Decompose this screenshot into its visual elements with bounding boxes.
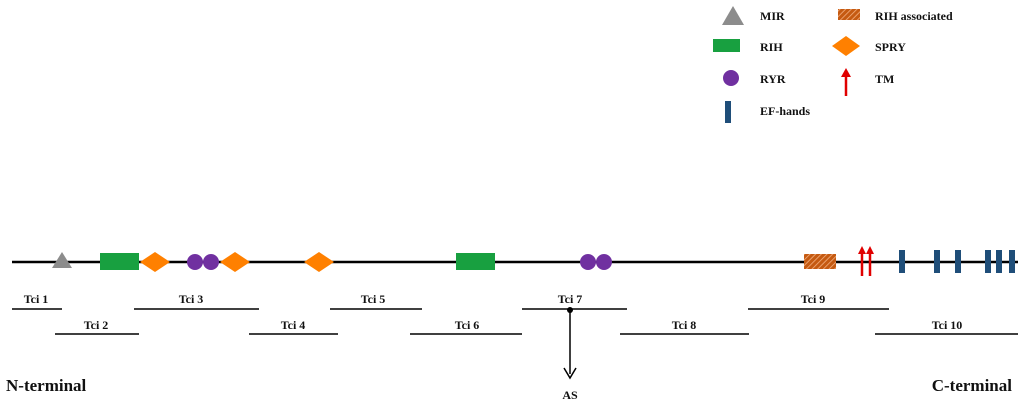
ef-hand-1 [899, 250, 905, 273]
ryr-domain-1b [203, 254, 219, 270]
segment-label-tci-2: Tci 2 [84, 318, 109, 332]
ryr-domain-2a [580, 254, 596, 270]
tm-domain-1 [858, 246, 866, 276]
segment-label-tci-3: Tci 3 [179, 292, 204, 306]
c-terminal-label: C-terminal [932, 376, 1013, 395]
as-marker: AS [562, 307, 578, 402]
legend-label-ryr: RYR [760, 72, 786, 86]
legend-item-tm: TM [841, 68, 894, 96]
legend-item-ef-hands: EF-hands [725, 101, 810, 123]
tm-domain-2 [866, 246, 874, 276]
ef-hand-5 [996, 250, 1002, 273]
mir-triangle-icon [722, 6, 744, 25]
ryr-domain-2b [596, 254, 612, 270]
spry-domain-2 [220, 252, 250, 272]
rih-box-icon [713, 39, 740, 52]
legend-item-rih: RIH [713, 39, 783, 54]
n-terminal-label: N-terminal [6, 376, 87, 395]
segment-label-tci-6: Tci 6 [455, 318, 480, 332]
segment-label-tci-4: Tci 4 [281, 318, 306, 332]
ef-hand-4 [985, 250, 991, 273]
rih-domain-1 [100, 253, 139, 270]
rih-associated-hatched-icon [838, 9, 860, 20]
ef-hand-2 [934, 250, 940, 273]
ryr-circle-icon [723, 70, 739, 86]
segment-label-tci-7: Tci 7 [558, 292, 583, 306]
legend-label-rih-associated: RIH associated [875, 9, 953, 23]
ef-hand-bar-icon [725, 101, 731, 123]
spry-domain-3 [304, 252, 334, 272]
legend-label-ef-hands: EF-hands [760, 104, 810, 118]
mir-domain [52, 252, 72, 268]
legend-label-mir: MIR [760, 9, 785, 23]
ryr-domain-1a [187, 254, 203, 270]
rih-domain-2 [456, 253, 495, 270]
spry-domain-1 [140, 252, 170, 272]
legend-label-tm: TM [875, 72, 894, 86]
legend-item-rih-associated: RIH associated [838, 9, 953, 23]
as-marker-arrow-head-icon [563, 367, 577, 380]
segment-label-tci-5: Tci 5 [361, 292, 386, 306]
ef-hand-3 [955, 250, 961, 273]
legend-label-spry: SPRY [875, 40, 906, 54]
as-marker-label: AS [562, 388, 578, 402]
domains [52, 246, 1015, 276]
spry-diamond-icon [832, 36, 860, 56]
legend-label-rih: RIH [760, 40, 783, 54]
rih-associated-domain [804, 254, 836, 269]
legend-item-mir: MIR [722, 6, 785, 25]
segment-label-tci-9: Tci 9 [801, 292, 826, 306]
legend-item-ryr: RYR [723, 70, 786, 86]
segments: Tci 1 Tci 3 Tci 5 Tci 7 Tci 9 Tci 2 Tci … [12, 292, 1018, 335]
segment-label-tci-10: Tci 10 [932, 318, 963, 332]
segment-label-tci-8: Tci 8 [672, 318, 697, 332]
legend-item-spry: SPRY [832, 36, 906, 56]
legend: MIR RIH RYR EF-hands RIH associated SPRY [713, 6, 953, 123]
tm-arrow-icon [841, 68, 851, 96]
ef-hand-6 [1009, 250, 1015, 273]
segment-label-tci-1: Tci 1 [24, 292, 49, 306]
